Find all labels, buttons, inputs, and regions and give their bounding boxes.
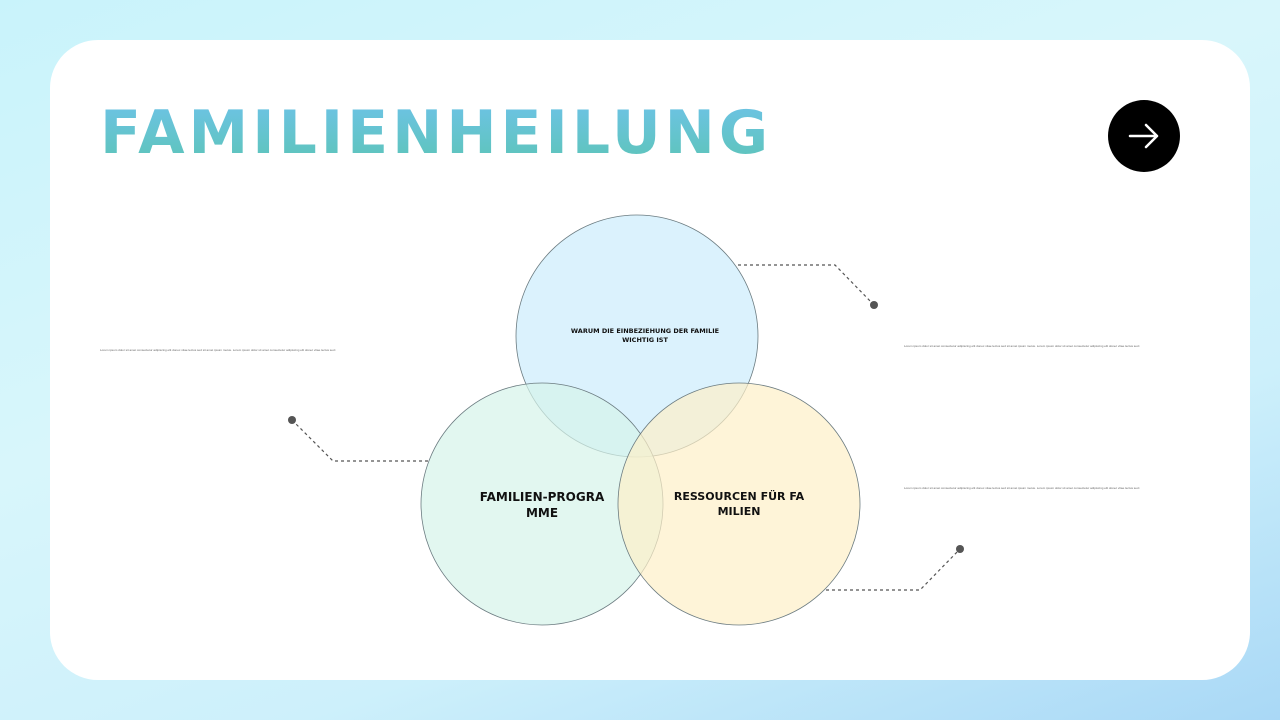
description-right-top: Lorem ipsum dolor sit amet consectetur a… (904, 344, 1140, 348)
venn-label-left: FAMILIEN-PROGRAMME (479, 490, 605, 520)
venn-label-top: WARUM DIE EINBEZIEHUNG DER FAMILIE WICHT… (570, 327, 720, 344)
connector-right (826, 548, 961, 591)
venn-circle-right[interactable] (617, 382, 861, 626)
connector-dot (956, 545, 964, 553)
arrow-right-icon (1128, 123, 1159, 149)
connector-top (738, 264, 875, 306)
description-right-bottom: Lorem ipsum dolor sit amet consectetur a… (904, 486, 1140, 490)
page-title: FAMILIENHEILUNG (100, 98, 773, 168)
next-button[interactable] (1108, 100, 1180, 172)
description-left: Lorem ipsum dolor sit amet consectetur a… (100, 348, 336, 352)
connector-dot (870, 301, 878, 309)
venn-label-right: RESSOURCEN FÜR FAMILIEN (673, 490, 805, 518)
connector-left (291, 419, 428, 462)
connector-dot (288, 416, 296, 424)
